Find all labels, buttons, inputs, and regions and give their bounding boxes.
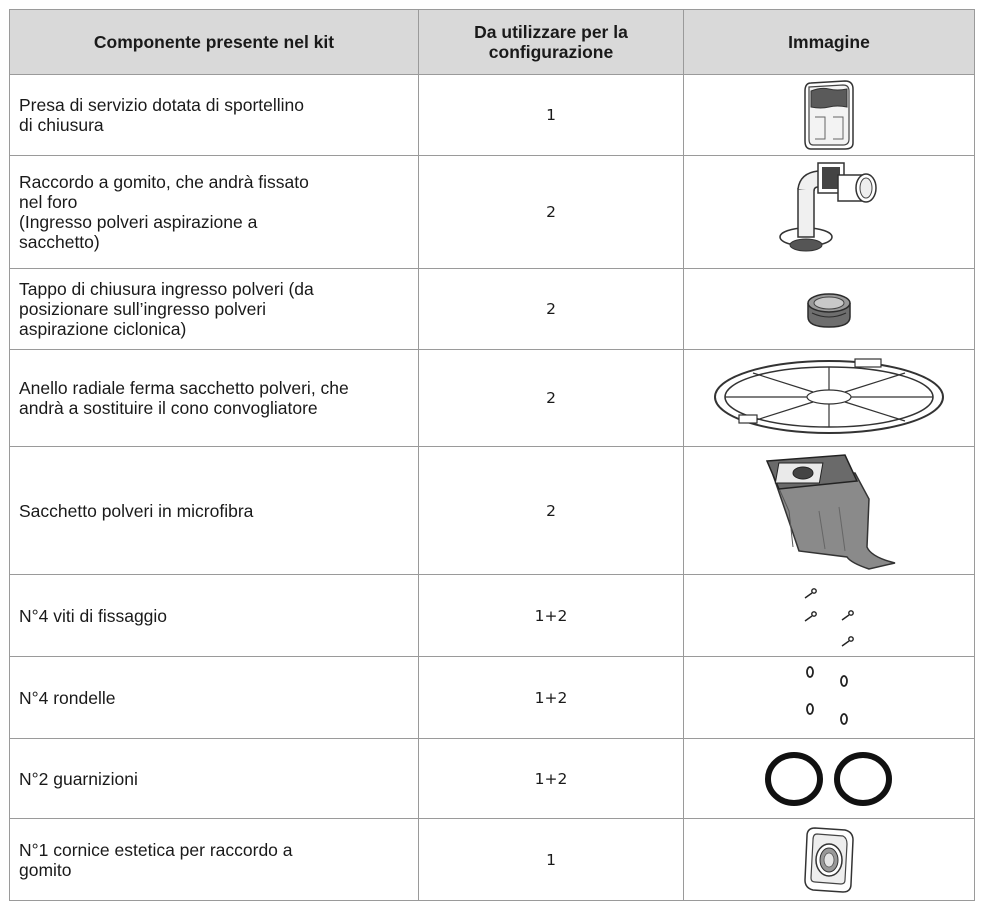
row-config: 1+2: [418, 738, 684, 819]
row-image: [683, 446, 975, 575]
row-image: [683, 74, 975, 156]
row-description: Presa di servizio dotata di sportellino …: [9, 74, 419, 156]
elbow-fitting-icon: [779, 162, 877, 252]
table-row: Raccordo a gomito, che andrà fissato nel…: [9, 155, 975, 269]
trim-frame-icon: [804, 826, 854, 893]
row-config: 2: [418, 268, 684, 350]
row-image: [683, 268, 975, 350]
row-description: Anello radiale ferma sacchetto polveri, …: [9, 349, 419, 447]
row-description: N°4 rondelle: [9, 656, 419, 739]
row-description: N°1 cornice estetica per raccordo a gomi…: [9, 818, 419, 901]
row-description: Sacchetto polveri in microfibra: [9, 446, 419, 575]
row-image: [683, 818, 975, 901]
row-config: 1+2: [418, 656, 684, 739]
row-config: 1+2: [418, 574, 684, 657]
gaskets-icon: [765, 751, 892, 806]
table-row: Sacchetto polveri in microfibra 2: [9, 446, 975, 575]
radial-ring-icon: [714, 358, 944, 434]
table-row: N°4 rondelle 1+2: [9, 656, 975, 739]
table-row: Anello radiale ferma sacchetto polveri, …: [9, 349, 975, 447]
row-description: N°2 guarnizioni: [9, 738, 419, 819]
row-description: N°4 viti di fissaggio: [9, 574, 419, 657]
row-image: [683, 656, 975, 739]
row-description: Tappo di chiusura ingresso polveri (da p…: [9, 268, 419, 350]
screws-icon: [804, 587, 854, 647]
row-image: [683, 574, 975, 657]
table-row: N°1 cornice estetica per raccordo a gomi…: [9, 818, 975, 901]
row-config: 2: [418, 446, 684, 575]
washers-icon: [806, 665, 848, 725]
table-row: Presa di servizio dotata di sportellino …: [9, 74, 975, 156]
dust-bag-icon: [765, 453, 896, 570]
row-image: [683, 155, 975, 269]
table-row: Tappo di chiusura ingresso polveri (da p…: [9, 268, 975, 350]
row-description: Raccordo a gomito, che andrà fissato nel…: [9, 155, 419, 269]
row-image: [683, 349, 975, 447]
table-row: N°4 viti di fissaggio 1+2: [9, 574, 975, 657]
header-component: Componente presente nel kit: [9, 9, 419, 75]
header-image: Immagine: [683, 9, 975, 75]
table-row: N°2 guarnizioni 1+2: [9, 738, 975, 819]
header-configuration: Da utilizzare per la configurazione: [418, 9, 684, 75]
table-header-row: Componente presente nel kit Da utilizzar…: [9, 9, 975, 75]
row-config: 2: [418, 155, 684, 269]
dust-inlet-cap-icon: [807, 293, 851, 328]
row-config: 1: [418, 818, 684, 901]
kit-components-table: Componente presente nel kit Da utilizzar…: [9, 9, 975, 901]
row-config: 1: [418, 74, 684, 156]
row-image: [683, 738, 975, 819]
service-socket-icon: [804, 80, 854, 150]
row-config: 2: [418, 349, 684, 447]
